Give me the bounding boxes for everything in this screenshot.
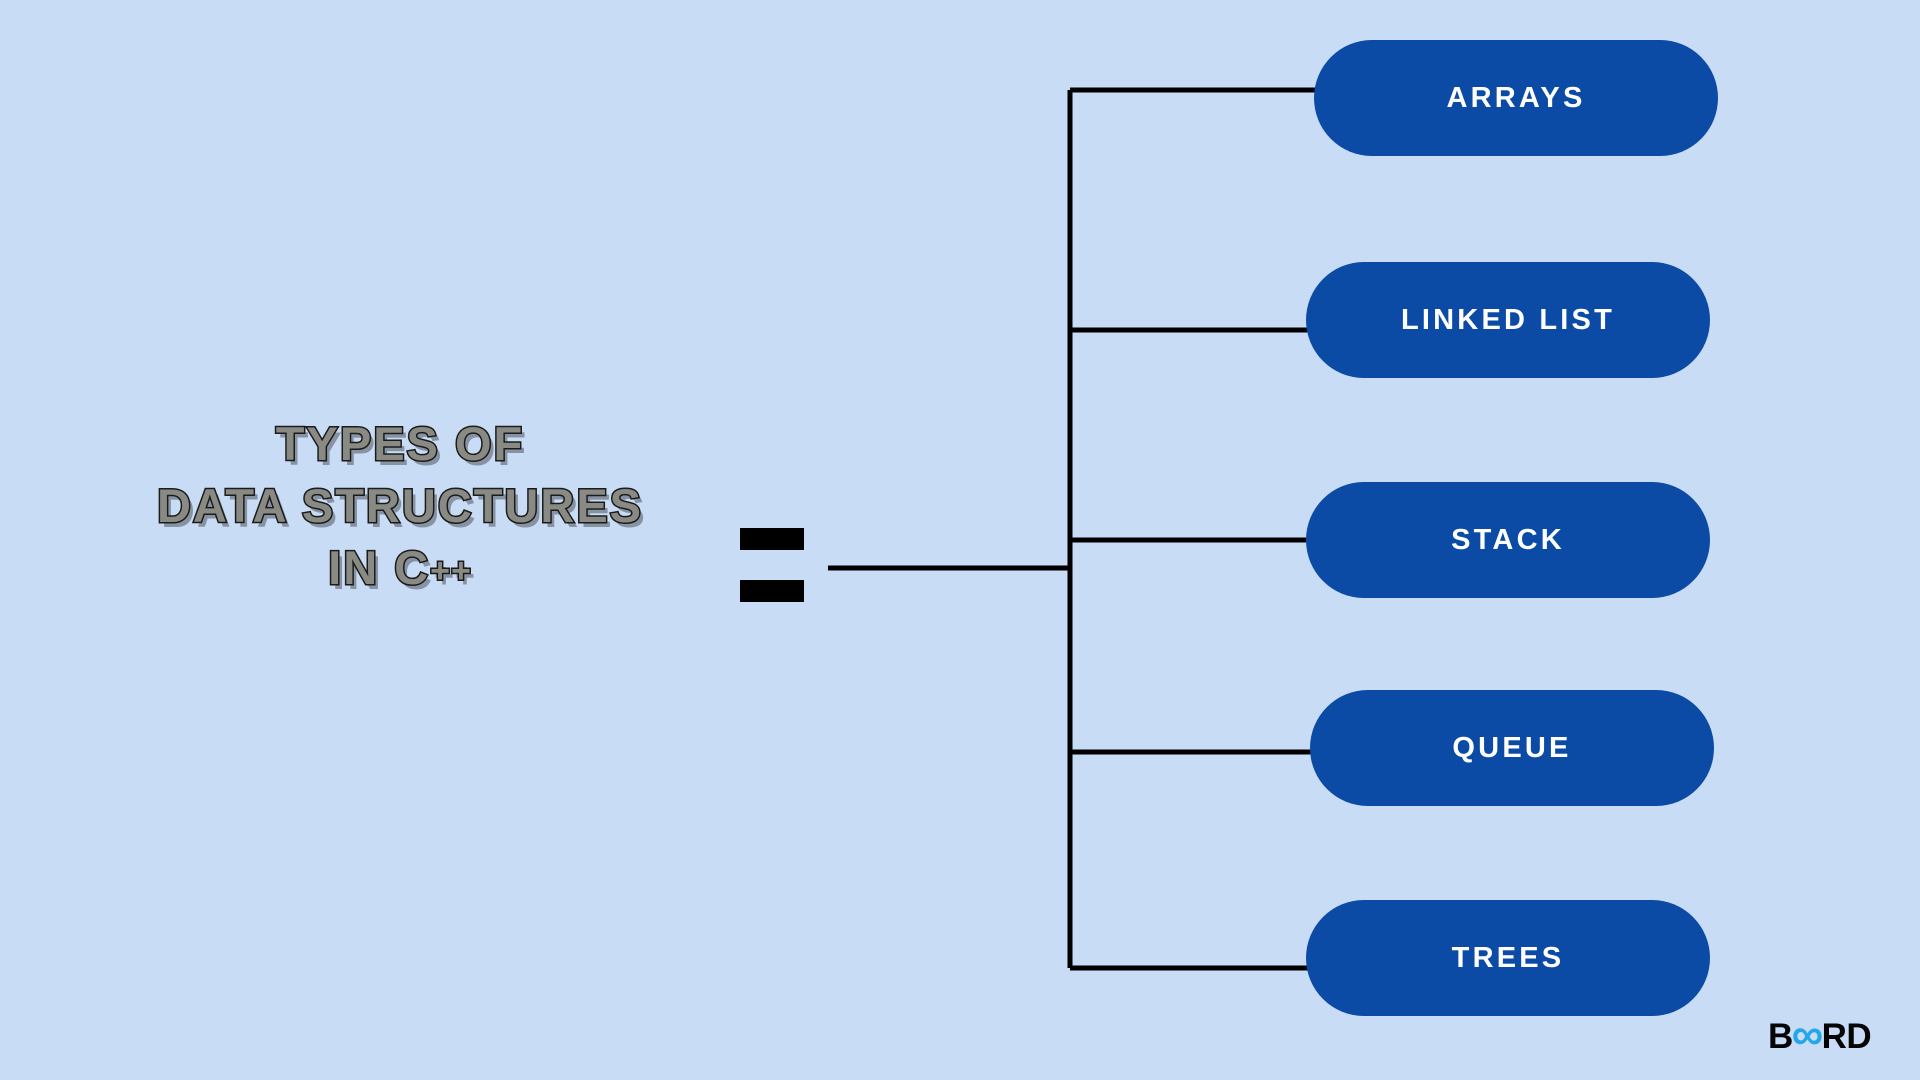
pill-trees[interactable]: TREES	[1306, 900, 1710, 1016]
pill-label: ARRAYS	[1446, 81, 1586, 114]
pill-label: LINKED LIST	[1400, 303, 1616, 336]
equals-sign-icon	[740, 528, 804, 602]
pill-stack[interactable]: STACK	[1306, 482, 1710, 598]
pill-linked-list[interactable]: LINKED LIST	[1306, 262, 1710, 378]
title-line-3-prefix: IN C	[327, 540, 431, 594]
title-line-3: IN C++	[60, 540, 740, 594]
title-line-3-suffix: ++	[429, 551, 473, 590]
pill-label: TREES	[1451, 941, 1565, 974]
logo-letters-rd: RD	[1821, 1017, 1872, 1056]
title-line-2: DATA STRUCTURES	[155, 478, 644, 532]
infinity-icon: ∞	[1791, 1009, 1823, 1059]
brand-logo: B∞RD	[1768, 1009, 1872, 1060]
logo-letter-b: B	[1768, 1017, 1793, 1056]
pill-arrays[interactable]: ARRAYS	[1314, 40, 1718, 156]
pill-label: STACK	[1451, 523, 1565, 556]
pill-queue[interactable]: QUEUE	[1310, 690, 1714, 806]
title-line-1: TYPES OF	[274, 417, 525, 470]
equals-bar-top	[740, 528, 804, 550]
pill-label: QUEUE	[1452, 731, 1572, 764]
equals-bar-bottom	[740, 580, 804, 602]
page-title: TYPES OF DATA STRUCTURES IN C++	[60, 417, 740, 594]
